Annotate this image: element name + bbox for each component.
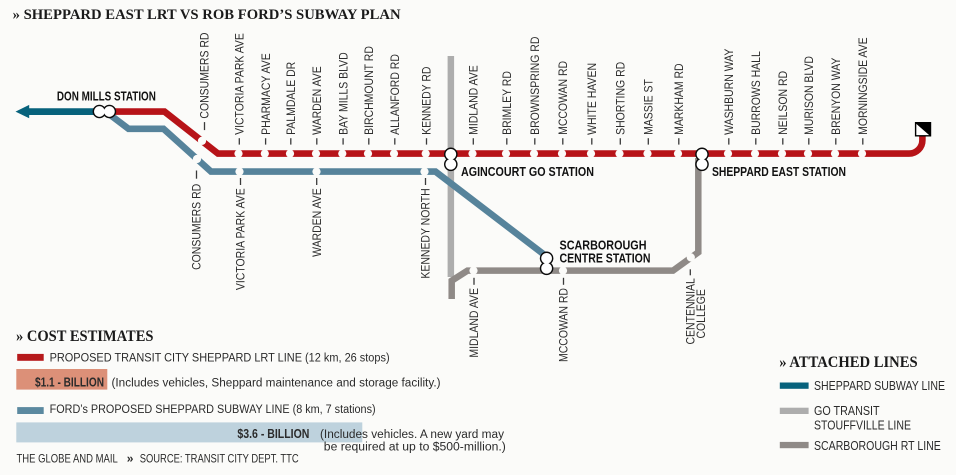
svg-text:CONSUMERS RD: CONSUMERS RD [200, 33, 212, 119]
svg-text:THE GLOBE AND MAIL: THE GLOBE AND MAIL [17, 452, 119, 466]
svg-text:SHORTING RD: SHORTING RD [616, 62, 628, 135]
svg-text:MURISON BLVD: MURISON BLVD [804, 56, 816, 135]
svg-text:BURROWS HALL: BURROWS HALL [751, 51, 763, 135]
svg-text:»: » [127, 452, 134, 466]
svg-text:» COST ESTIMATES: » COST ESTIMATES [16, 328, 154, 345]
svg-text:KENNEDY NORTH: KENNEDY NORTH [421, 188, 433, 278]
svg-text:be required at up to $500-mill: be required at up to $500-million.) [324, 441, 506, 453]
svg-text:BROWNSPRING RD: BROWNSPRING RD [530, 37, 542, 135]
svg-text:MCCOWAN RD: MCCOWAN RD [558, 61, 570, 135]
svg-text:PROPOSED TRANSIT CITY SHEPPARD: PROPOSED TRANSIT CITY SHEPPARD LRT LINE … [50, 352, 390, 364]
svg-text:STOUFFVILLE LINE: STOUFFVILLE LINE [814, 418, 911, 433]
svg-text:SCARBOROUGH: SCARBOROUGH [560, 239, 647, 253]
svg-text:ALLANFORD RD: ALLANFORD RD [390, 54, 402, 135]
svg-text:MASSIE ST: MASSIE ST [644, 79, 656, 135]
svg-text:BAY MILLS BLVD: BAY MILLS BLVD [338, 52, 350, 135]
svg-text:PHARMACY AVE: PHARMACY AVE [261, 53, 273, 135]
svg-text:KENNEDY RD: KENNEDY RD [422, 67, 434, 135]
svg-text:BRIMLEY RD: BRIMLEY RD [502, 71, 514, 135]
svg-text:$1.1 - BILLION: $1.1 - BILLION [35, 375, 104, 389]
svg-text:WHITE HAVEN: WHITE HAVEN [587, 63, 599, 135]
svg-text:WARDEN AVE: WARDEN AVE [312, 188, 324, 257]
svg-text:SOURCE: TRANSIT CITY DEPT. TTC: SOURCE: TRANSIT CITY DEPT. TTC [140, 452, 299, 466]
svg-text:» SHEPPARD EAST LRT VS ROB FOR: » SHEPPARD EAST LRT VS ROB FORD’S SUBWAY… [13, 7, 401, 23]
svg-text:WASHBURN WAY: WASHBURN WAY [724, 48, 736, 135]
svg-text:(Includes vehicles, Sheppard m: (Includes vehicles, Sheppard maintenance… [112, 377, 441, 389]
svg-text:SHEPPARD EAST STATION: SHEPPARD EAST STATION [712, 165, 846, 179]
svg-text:DON MILLS STATION: DON MILLS STATION [57, 89, 156, 103]
svg-text:SCARBOROUGH RT LINE: SCARBOROUGH RT LINE [814, 438, 941, 453]
svg-text:GO TRANSIT: GO TRANSIT [814, 403, 880, 418]
svg-text:AGINCOURT GO STATION: AGINCOURT GO STATION [461, 165, 594, 179]
svg-text:VICTORIA PARK AVE: VICTORIA PARK AVE [235, 33, 247, 135]
svg-text:NEILSON RD: NEILSON RD [778, 71, 790, 135]
svg-text:» ATTACHED LINES: » ATTACHED LINES [779, 354, 917, 371]
svg-text:COLLEGE: COLLEGE [696, 289, 708, 339]
svg-text:VICTORIA PARK AVE: VICTORIA PARK AVE [236, 188, 248, 290]
svg-text:MARKHAM RD: MARKHAM RD [674, 63, 686, 135]
svg-text:MORNINGSIDE AVE: MORNINGSIDE AVE [858, 37, 870, 135]
svg-text:WARDEN AVE: WARDEN AVE [312, 66, 324, 135]
svg-text:CONSUMERS RD: CONSUMERS RD [192, 184, 204, 270]
svg-text:CENTRE STATION: CENTRE STATION [560, 252, 651, 266]
svg-text:MIDLAND AVE: MIDLAND AVE [469, 288, 481, 358]
svg-text:MCCOWAN RD: MCCOWAN RD [559, 288, 571, 362]
svg-text:PALMDALE DR: PALMDALE DR [286, 62, 298, 135]
svg-text:CENTENNIAL: CENTENNIAL [686, 278, 698, 345]
svg-text:$3.6 - BILLION: $3.6 - BILLION [237, 427, 309, 441]
svg-text:BRENYON WAY: BRENYON WAY [831, 57, 843, 135]
svg-text:MIDLAND AVE: MIDLAND AVE [469, 65, 481, 135]
svg-text:FORD’s PROPOSED SHEPPARD SUBWA: FORD’s PROPOSED SHEPPARD SUBWAY LINE (8 … [50, 404, 376, 416]
svg-text:BIRCHMOUNT RD: BIRCHMOUNT RD [364, 46, 376, 135]
svg-text:(Includes vehicles. A new yard: (Includes vehicles. A new yard may [320, 429, 504, 441]
svg-text:SHEPPARD SUBWAY LINE: SHEPPARD SUBWAY LINE [814, 378, 945, 393]
